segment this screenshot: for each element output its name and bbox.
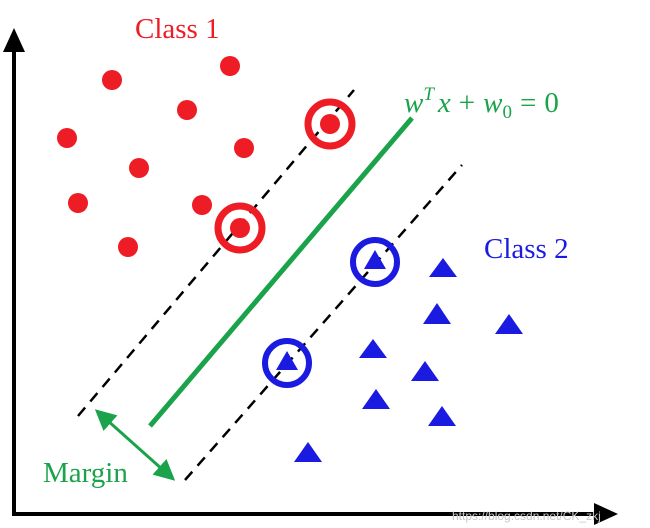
class1-support-vectors xyxy=(214,98,356,254)
margin-line-upper xyxy=(77,89,355,417)
class1-point xyxy=(102,70,122,90)
class1-point xyxy=(68,193,88,213)
y-axis-arrowhead xyxy=(3,28,25,52)
x-axis-arrowhead xyxy=(594,503,618,525)
class2-support-vector xyxy=(350,237,400,287)
class2-support-vectors xyxy=(262,237,400,388)
margin-lines xyxy=(77,89,463,481)
class1-point xyxy=(234,138,254,158)
class2-point xyxy=(428,406,456,426)
class2-points xyxy=(294,258,523,462)
class2-point xyxy=(294,442,322,462)
margin-line-lower xyxy=(184,164,463,481)
class2-point xyxy=(495,314,523,334)
class2-point xyxy=(429,258,457,277)
decision-boundary xyxy=(148,116,414,428)
class1-point xyxy=(57,128,77,148)
class1-point xyxy=(177,100,197,120)
class1-support-vector xyxy=(214,202,266,254)
class1-label: Class 1 xyxy=(135,13,220,45)
axes xyxy=(3,28,618,525)
class2-point xyxy=(359,339,387,358)
class2-point xyxy=(423,303,451,324)
watermark: https://blog.csdn.net/CK_zkj xyxy=(452,509,601,523)
class1-point xyxy=(129,158,149,178)
margin-arrow xyxy=(94,409,176,481)
class2-point xyxy=(411,361,439,381)
class1-point xyxy=(118,237,138,257)
class1-points xyxy=(57,56,254,257)
class2-label: Class 2 xyxy=(484,233,569,265)
class2-support-vector xyxy=(262,338,312,388)
class1-support-vector xyxy=(304,98,356,150)
class1-point xyxy=(192,195,212,215)
class2-point xyxy=(362,389,390,409)
class1-point xyxy=(220,56,240,76)
margin-label: Margin xyxy=(43,457,128,489)
